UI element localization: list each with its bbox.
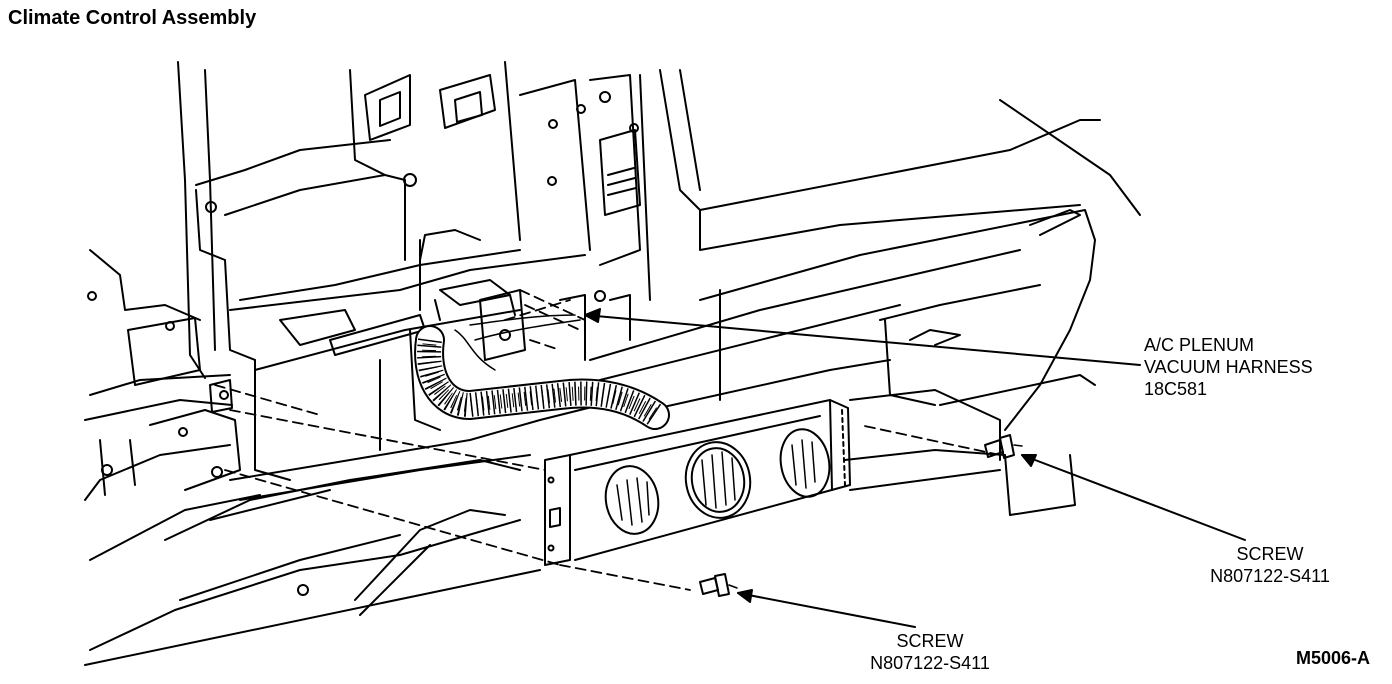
screw-bottom-callout-line1: SCREW bbox=[896, 631, 964, 651]
right-knob bbox=[779, 428, 831, 498]
screw-bottom-callout: SCREW N807122-S411 bbox=[850, 630, 1010, 674]
center-structure-lines bbox=[229, 229, 1021, 501]
dash-frame-lines bbox=[177, 61, 1141, 379]
screw-right-leader bbox=[1021, 454, 1246, 541]
plenum-leader bbox=[584, 314, 1141, 366]
plenum-callout-line1: A/C PLENUM bbox=[1144, 335, 1255, 355]
screw-bottom-callout-line2: N807122-S411 bbox=[870, 653, 990, 673]
left-knob bbox=[604, 465, 660, 535]
center-knob bbox=[684, 441, 752, 519]
page-title: Climate Control Assembly bbox=[8, 7, 257, 29]
screw-right-callout-line1: SCREW bbox=[1236, 544, 1304, 564]
plenum-harness-callout: A/C PLENUM VACUUM HARNESS 18C581 bbox=[1144, 334, 1313, 400]
right-panel-lines bbox=[699, 209, 1096, 516]
climate-control-head bbox=[544, 399, 851, 566]
assembly-dashed-lines bbox=[214, 289, 1001, 591]
screw-bottom-icon bbox=[699, 573, 738, 597]
screw-bottom-leader bbox=[737, 592, 916, 628]
left-panel-lines bbox=[84, 249, 541, 666]
figure-id: M5006-A bbox=[1295, 648, 1370, 668]
screw-right-callout-line2: N807122-S411 bbox=[1210, 566, 1330, 586]
vacuum-harness-hose bbox=[414, 314, 670, 430]
screw-right-icon bbox=[984, 434, 1023, 459]
screw-right-callout: SCREW N807122-S411 bbox=[1190, 543, 1350, 587]
plenum-callout-line2: VACUUM HARNESS bbox=[1144, 357, 1313, 377]
leader-lines bbox=[584, 308, 1246, 628]
plenum-callout-line3: 18C581 bbox=[1144, 379, 1208, 399]
